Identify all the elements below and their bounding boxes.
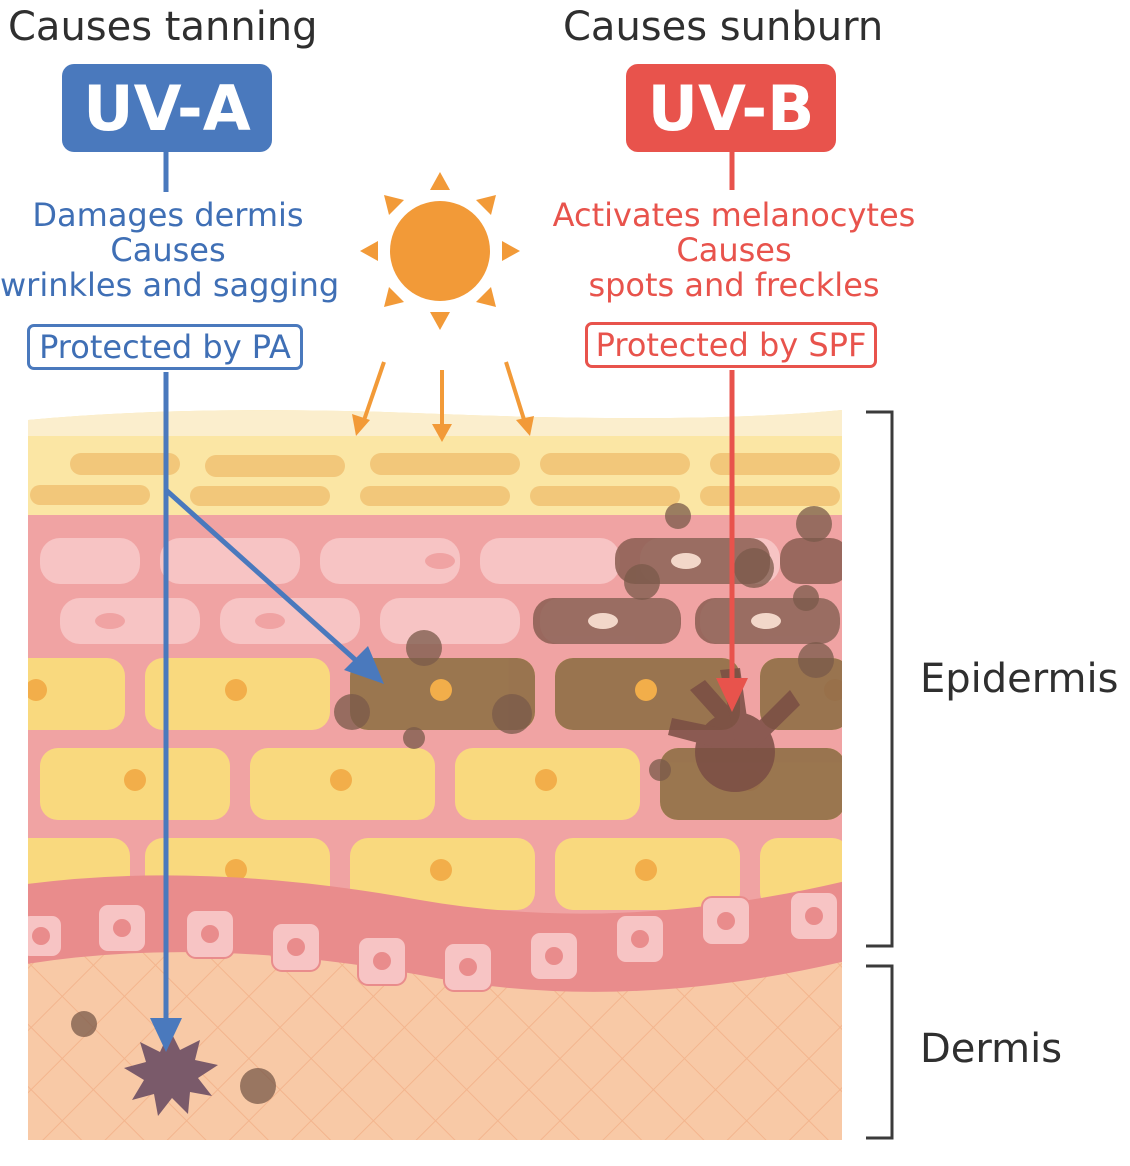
uvb-effect-line: Activates melanocytes: [552, 196, 916, 234]
sunlight-arrows: [360, 361, 528, 432]
corneum-flakes: [30, 453, 840, 506]
uva-effects: Damages dermis Causes wrinkles and saggi…: [0, 196, 340, 304]
uva-effect-line: Damages dermis: [32, 196, 304, 234]
epidermis-bracket: [866, 410, 894, 948]
uvb-heading: Causes sunburn: [563, 4, 884, 50]
uvb-effect-line: Causes: [676, 231, 792, 269]
dermis-bracket: [866, 964, 894, 1140]
uvb-effects: Activates melanocytes Causes spots and f…: [546, 198, 922, 303]
melanin-granules: [71, 503, 834, 1104]
uva-protection-label: Protected by PA: [27, 324, 303, 370]
dermis-damage-burst: [124, 1030, 218, 1116]
uva-effect-line: Causes: [110, 231, 226, 269]
uvb-effect-line: spots and freckles: [588, 266, 880, 304]
uva-arrows: [163, 372, 362, 1020]
uvb-protection-label: Protected by SPF: [585, 322, 877, 368]
uva-arrowhead-dermis: [150, 1018, 182, 1052]
uvb-arrowhead: [716, 678, 748, 712]
uva-effect-line: wrinkles and sagging: [0, 266, 340, 304]
uva-heading: Causes tanning: [8, 4, 318, 50]
epidermis-label: Epidermis: [920, 656, 1119, 702]
dermis-label: Dermis: [920, 1026, 1063, 1072]
uvb-badge: UV-B: [626, 64, 836, 152]
uva-badge: UV-A: [62, 64, 272, 152]
sun-icon: [360, 172, 520, 330]
uva-arrowhead-epidermis: [344, 646, 384, 684]
